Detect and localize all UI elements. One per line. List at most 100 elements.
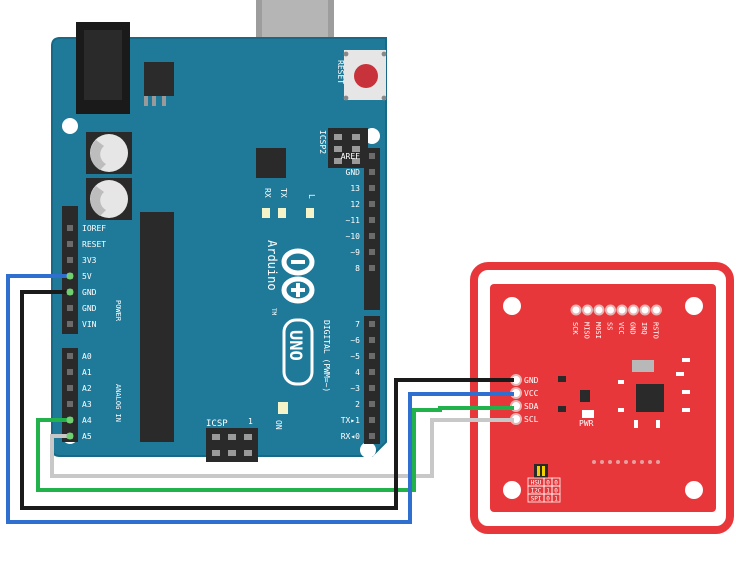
nfc-top-pin-label: MISO	[583, 322, 591, 339]
pin-label: 5V	[82, 272, 92, 281]
arduino-logo	[281, 248, 315, 304]
pin-label: GND	[82, 288, 97, 297]
header-pin[interactable]	[369, 201, 375, 207]
mode-table-text: 1	[546, 488, 550, 495]
pin-label: A5	[82, 432, 92, 441]
pin-label: RX◂0	[341, 432, 360, 441]
nfc-top-pin[interactable]	[616, 304, 628, 316]
header-pin[interactable]	[369, 369, 375, 375]
nfc-top-pin[interactable]	[628, 304, 639, 316]
brand-label: Arduino	[265, 240, 279, 291]
pin-label: ~6	[350, 336, 360, 345]
nfc-top-pin-label: SS	[606, 322, 614, 330]
header-pin[interactable]	[67, 257, 73, 263]
nfc-top-pin-label: RSTO	[652, 322, 660, 339]
pin-label: ~9	[350, 248, 360, 257]
header-pin[interactable]	[369, 353, 375, 359]
pin-label: RESET	[82, 240, 106, 249]
microcontroller-chip	[140, 212, 174, 442]
wire-scl	[50, 418, 514, 478]
pin-label: ~10	[346, 232, 361, 241]
pin-label: TX▸1	[341, 416, 360, 425]
mode-table-text: SPI	[531, 496, 542, 503]
header-pin[interactable]	[67, 369, 73, 375]
header-pin[interactable]	[369, 321, 375, 327]
header-pin[interactable]	[369, 217, 375, 223]
pin-label: 8	[355, 264, 360, 273]
pin-label: VIN	[82, 320, 97, 329]
digital-header-bottom	[364, 316, 380, 444]
mode-table-text: 1	[554, 496, 558, 503]
nfc-side-pin-label: GND	[524, 376, 539, 385]
mode-table-text: I2C	[531, 488, 542, 495]
header-pin[interactable]	[369, 233, 375, 239]
pin-label: A1	[82, 368, 92, 377]
mode-table-text: 0	[546, 496, 550, 503]
nfc-side-pin-label: SCL	[524, 415, 539, 424]
mode-table-text: 0	[546, 480, 550, 487]
capacitor	[86, 178, 132, 220]
rx-led-label: RX	[263, 188, 272, 198]
icsp-pin1-label: 1	[248, 417, 253, 426]
pin-label: ~5	[350, 352, 360, 361]
pin-label: 4	[355, 368, 360, 377]
icsp2-label: ICSP2	[318, 130, 327, 154]
pin-label: GND	[346, 168, 361, 177]
tx-led-label: TX	[279, 188, 288, 198]
nfc-top-pin[interactable]	[593, 304, 605, 316]
pwr-label: PWR	[579, 419, 594, 428]
nfc-top-pin-label: VCC	[617, 322, 625, 335]
nfc-top-pin[interactable]	[570, 304, 582, 316]
header-pin[interactable]	[369, 185, 375, 191]
model-label: UNO	[285, 330, 305, 361]
header-pin[interactable]	[67, 353, 73, 359]
header-pin[interactable]	[369, 417, 375, 423]
pad-row	[592, 460, 660, 464]
capacitor	[86, 132, 132, 174]
header-pin[interactable]	[369, 433, 375, 439]
reset-button[interactable]	[343, 50, 387, 101]
header-pin[interactable]	[67, 321, 73, 327]
header-pin[interactable]	[369, 153, 375, 159]
nfc-top-pin[interactable]	[651, 304, 662, 316]
tx-led	[278, 208, 286, 218]
mode-table-cell	[551, 493, 561, 503]
l-led	[306, 208, 314, 218]
arduino-uno-board: RESET ICSP2 TX RX L Arduino UNO TM DIGIT…	[51, 0, 387, 462]
nfc-outer-border	[470, 262, 734, 534]
nfc-top-pin[interactable]	[639, 304, 651, 316]
on-led	[278, 402, 288, 414]
nfc-top-pin[interactable]	[582, 304, 593, 316]
nfc-top-pin[interactable]	[605, 304, 616, 316]
header-pin[interactable]	[369, 169, 375, 175]
header-pin[interactable]	[67, 225, 73, 231]
header-pin[interactable]	[369, 401, 375, 407]
pn532-chip	[636, 384, 664, 412]
header-pin[interactable]	[369, 337, 375, 343]
pin-label: ~3	[350, 384, 360, 393]
icsp-header	[206, 428, 258, 462]
header-pin[interactable]	[369, 249, 375, 255]
header-pin[interactable]	[67, 385, 73, 391]
l-led-label: L	[307, 194, 316, 199]
mode-switch[interactable]	[534, 464, 548, 478]
header-pin[interactable]	[67, 401, 73, 407]
tm-label: TM	[270, 308, 277, 316]
header-pin[interactable]	[369, 385, 375, 391]
nfc-side-pin-label: VCC	[524, 389, 539, 398]
pin-label: 7	[355, 320, 360, 329]
nfc-top-pin-label: MOSI	[594, 322, 602, 339]
mode-table-text: 0	[554, 480, 558, 487]
header-pin[interactable]	[67, 305, 73, 311]
wire-ends	[66, 272, 74, 440]
nfc-top-pin-label: IRQ	[640, 322, 648, 335]
header-pin[interactable]	[67, 241, 73, 247]
header-pin[interactable]	[369, 265, 375, 271]
wire-gnd	[20, 290, 514, 510]
mode-table-text: 0	[554, 488, 558, 495]
wire-sda	[36, 406, 514, 492]
wire-vcc	[6, 274, 514, 524]
pin-label: 2	[355, 400, 360, 409]
